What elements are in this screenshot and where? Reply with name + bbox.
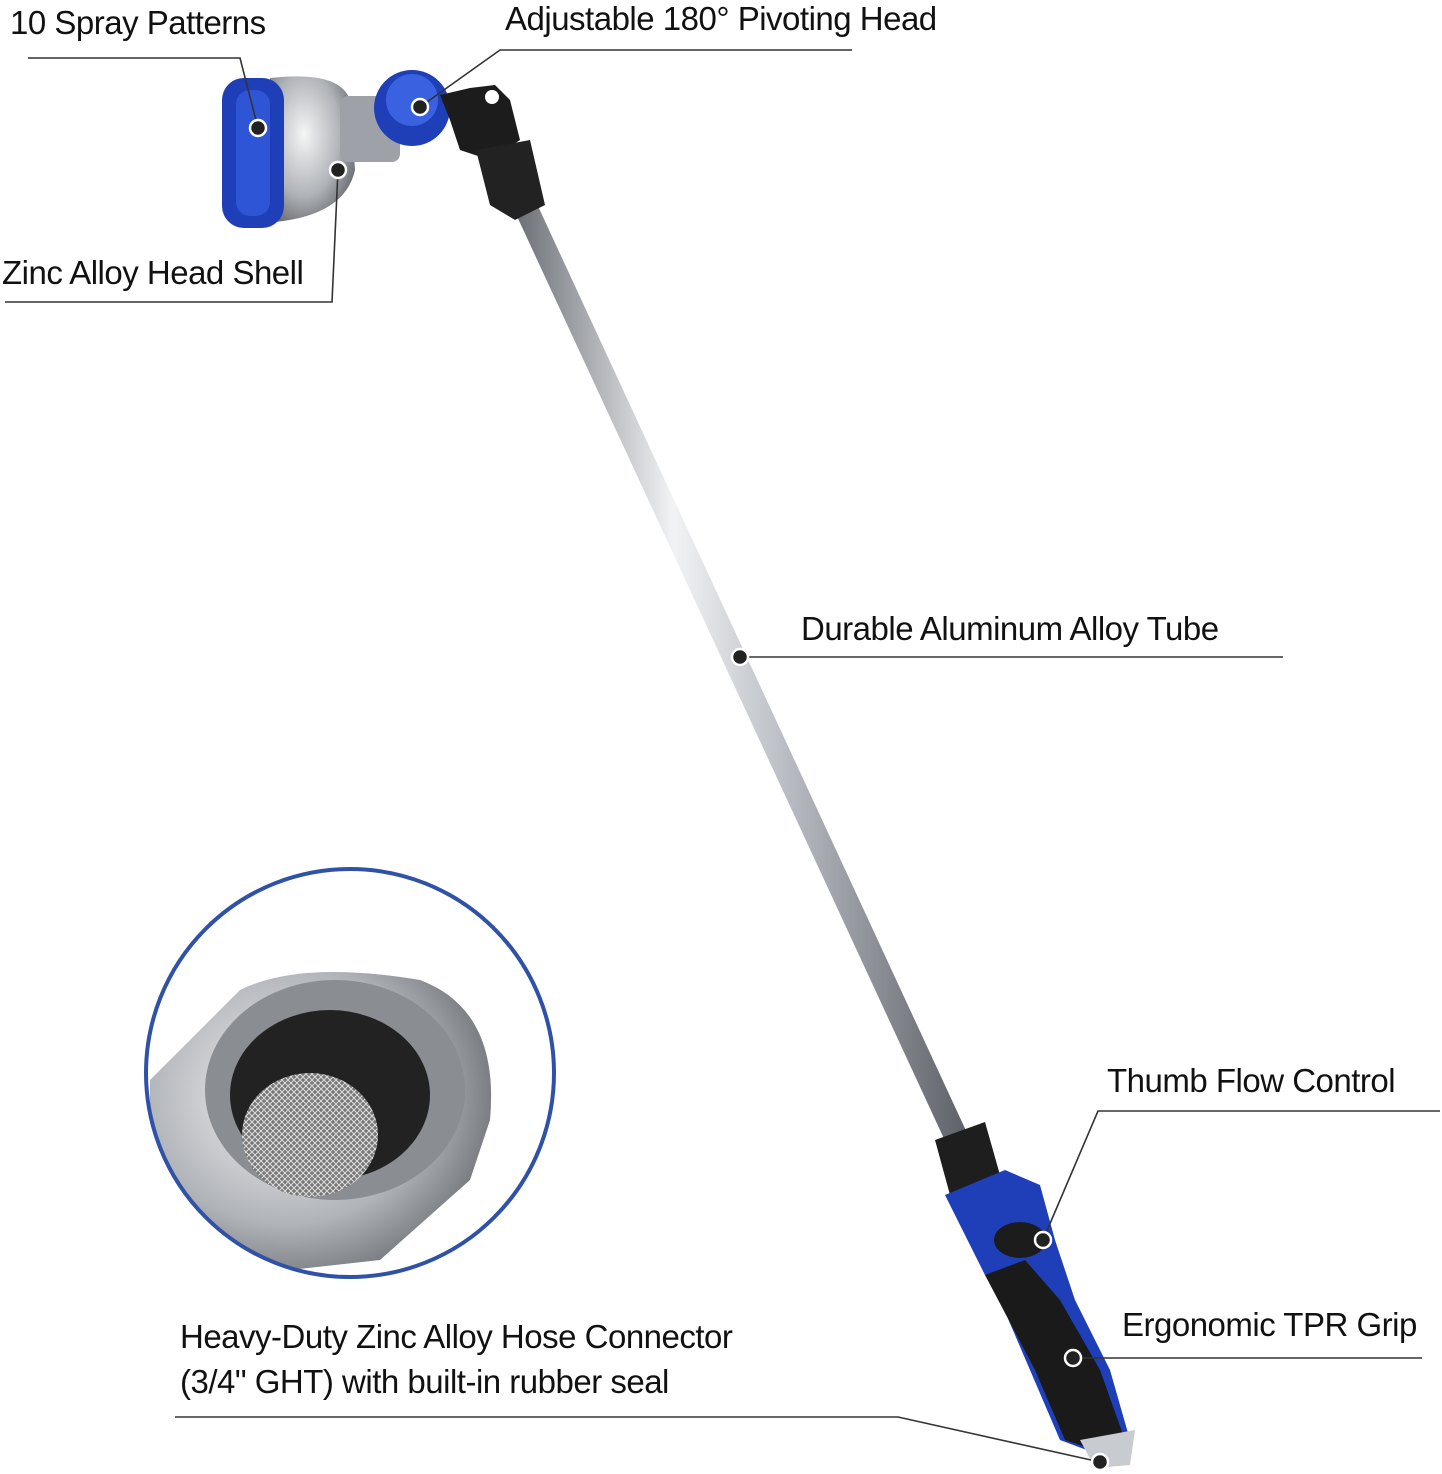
callout-pivoting-head: Adjustable 180° Pivoting Head	[505, 0, 937, 37]
callout-tube: Durable Aluminum Alloy Tube	[801, 610, 1219, 647]
callout-spray-patterns: 10 Spray Patterns	[10, 4, 266, 41]
callout-head-shell: Zinc Alloy Head Shell	[2, 254, 304, 291]
callout-grip: Ergonomic TPR Grip	[1122, 1306, 1417, 1343]
callout-connector-line1: Heavy-Duty Zinc Alloy Hose Connector	[180, 1318, 733, 1355]
connector-closeup	[146, 869, 554, 1277]
callout-connector-line2: (3/4" GHT) with built-in rubber seal	[180, 1363, 669, 1400]
callout-dots	[248, 97, 1110, 1472]
callout-lines	[5, 49, 1440, 1463]
handle	[935, 1122, 1135, 1468]
callout-thumb-control: Thumb Flow Control	[1107, 1062, 1396, 1099]
spray-head	[222, 70, 545, 228]
aluminum-tube	[515, 204, 968, 1143]
closeup-circle-border	[144, 867, 556, 1279]
